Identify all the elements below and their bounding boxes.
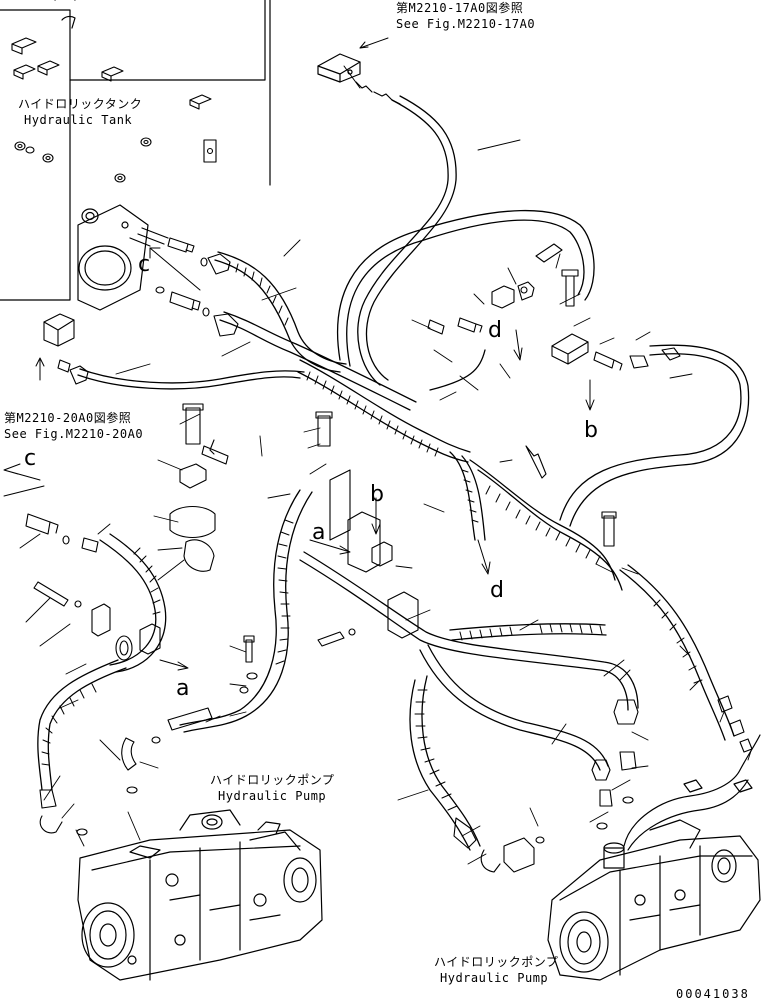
leader-lines [19, 139, 753, 865]
connection-letter-b-center: b [370, 482, 384, 507]
right-pump-drawing [547, 734, 761, 981]
tank-label-jp: ハイドロリックタンク [18, 97, 143, 111]
hydraulic-tank-drawing [0, 0, 271, 311]
top-reference-en: See Fig.M2210-17A0 [396, 17, 536, 31]
connection-letter-a-center: a [312, 520, 326, 545]
upper-valve-block [317, 37, 401, 105]
connection-letter-d-lower: d [490, 578, 504, 603]
connection-letter-b-right: b [584, 418, 598, 443]
fittings [25, 237, 753, 873]
connection-letter-c-left: c [24, 446, 37, 471]
right-pump-label-jp: ハイドロリックポンプ [434, 955, 559, 969]
top-reference-jp: 第M2210-17A0図参照 [396, 1, 524, 15]
document-number: 00041038 [676, 987, 750, 1001]
left-pump-label-jp: ハイドロリックポンプ [210, 773, 335, 787]
hose-lines [37, 95, 750, 851]
left-reference-en: See Fig.M2210-20A0 [4, 427, 144, 441]
direction-arrows [3, 65, 595, 671]
left-pump-drawing [77, 809, 323, 981]
left-pump-label-en: Hydraulic Pump [218, 789, 327, 803]
connection-letter-d-upper: d [488, 318, 502, 343]
connection-letter-c-upper: c [138, 252, 151, 277]
spiral-guards [41, 261, 703, 811]
right-pump-label-en: Hydraulic Pump [440, 971, 549, 985]
left-reference-jp: 第M2210-20A0図参照 [4, 411, 132, 425]
connection-letter-a-left: a [176, 676, 190, 701]
tank-label-en: Hydraulic Tank [24, 113, 133, 127]
